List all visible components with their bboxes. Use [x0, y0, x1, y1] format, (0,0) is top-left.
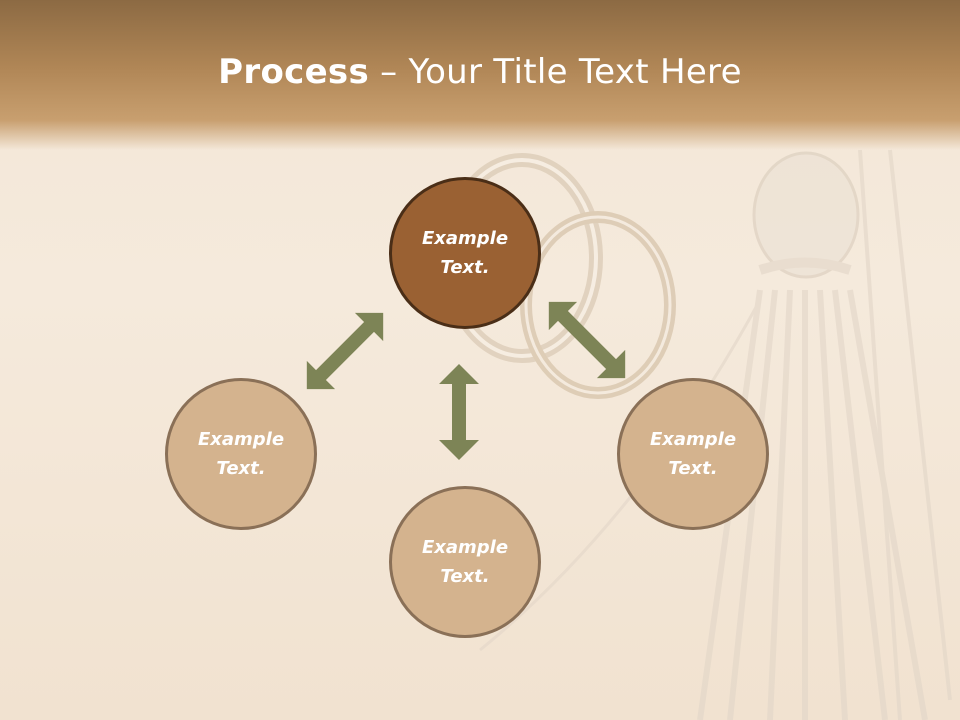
node-text-line1: Example [421, 537, 509, 558]
node-text-line1: Example [649, 429, 737, 450]
process-node-left: Example Text. [165, 378, 317, 530]
title-rest: – Your Title Text Here [369, 52, 742, 92]
process-node-right: Example Text. [617, 378, 769, 530]
node-text-line1: Example [421, 228, 509, 249]
title-bold: Process [218, 52, 370, 92]
arrow-vertical [439, 364, 479, 460]
arrow-top-right [548, 301, 626, 379]
title-banner [0, 0, 960, 150]
process-node-top: Example Text. [389, 177, 541, 329]
node-text-line2: Text. [440, 566, 490, 587]
node-text-line2: Text. [216, 458, 266, 479]
process-node-bottom: Example Text. [389, 486, 541, 638]
node-text-line1: Example [197, 429, 285, 450]
node-text-line2: Text. [668, 458, 718, 479]
slide-title: Process – Your Title Text Here [0, 52, 960, 92]
node-text-line2: Text. [440, 257, 490, 278]
arrow-top-left [306, 312, 384, 390]
